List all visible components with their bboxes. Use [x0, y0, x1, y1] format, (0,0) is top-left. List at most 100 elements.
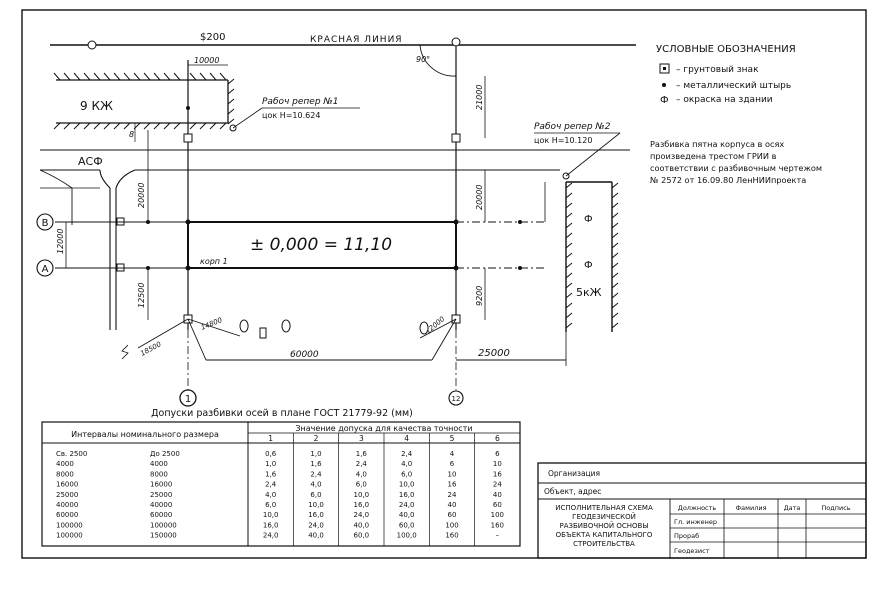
reper-2-title: Рабоч репер №2 [534, 122, 611, 132]
tolerance-cell: 24 [493, 481, 502, 489]
stamp-org: Организация [548, 469, 600, 478]
stamp-role: Гл. инженер [674, 518, 717, 526]
asf-label: АСФ [78, 155, 103, 168]
dim-20000-right: 20000 [475, 185, 484, 210]
tolerance-cell: 2,4 [401, 450, 413, 458]
diagonal-line [137, 318, 189, 349]
metal-pin-marker [518, 266, 522, 270]
col-intervals-header: Интервалы номинального размера [71, 430, 219, 439]
dim-60000: 60000 [290, 350, 319, 360]
tolerance-cell: 100 [491, 511, 504, 519]
tolerance-cell: 1,6 [356, 450, 368, 458]
tolerance-cell: 10 [493, 460, 502, 468]
tolerance-cell: 40 [493, 491, 502, 499]
row-from: 100000 [56, 532, 83, 540]
building-9kzh: 9 КЖ [53, 72, 235, 130]
row-to: 16000 [150, 481, 172, 489]
tolerance-cell: 10,0 [308, 501, 324, 509]
road-curve [115, 169, 136, 189]
tolerance-cell: 16 [448, 481, 457, 489]
tolerance-cell: 6 [495, 450, 500, 458]
class-header: 2 [314, 434, 319, 443]
dim-12500: 12500 [137, 283, 146, 308]
road-curve [99, 169, 111, 189]
tolerance-cell: 24,0 [354, 511, 370, 519]
tolerance-cell: 10,0 [399, 481, 415, 489]
class-header: 6 [495, 434, 500, 443]
axis-intersection [453, 219, 459, 225]
stamp-title-line: ГЕОДЕЗИЧЕСКОЙ [572, 512, 636, 521]
row-to: 4000 [150, 460, 168, 468]
note-line: Разбивка пятна корпуса в осях [650, 139, 784, 149]
tolerance-cell: 16,0 [399, 491, 415, 499]
axis-1-label: 1 [185, 394, 191, 405]
metal-pin-icon [662, 83, 666, 87]
axis-bubble-12 [448, 390, 464, 406]
tolerance-cell: 60 [493, 501, 502, 509]
axis-intersection [185, 219, 191, 225]
row-from: 100000 [56, 521, 83, 529]
diagonal-line [187, 318, 241, 337]
tolerance-cell: 40,0 [399, 511, 415, 519]
row-from: 16000 [56, 481, 78, 489]
row-from: 25000 [56, 491, 78, 499]
tolerance-cell: 60 [448, 511, 457, 519]
tolerance-cell: 6 [450, 460, 455, 468]
row-to: До 2500 [150, 450, 180, 458]
stamp-header: Фамилия [736, 504, 767, 512]
row-from: 60000 [56, 511, 78, 519]
tolerance-cell: 100 [445, 521, 458, 529]
class-header: 4 [404, 434, 409, 443]
tolerance-cell: 10 [448, 470, 457, 478]
red-line-label: КРАСНАЯ ЛИНИЯ [310, 35, 403, 45]
top-road-dim: $200 [200, 32, 225, 43]
dim-12000: 12000 [56, 229, 65, 254]
table-frame [41, 421, 521, 547]
tolerance-cell: 160 [491, 521, 504, 529]
paint-symbol: Ф [584, 214, 593, 225]
building-5kzh: 5кЖ Ф Ф [565, 181, 619, 332]
reper-1-mark: цок Н=10.624 [262, 111, 320, 120]
paint-mark [281, 319, 291, 333]
leader-line [565, 132, 621, 177]
tolerance-cell: 24 [448, 491, 457, 499]
tolerance-cell: 4,0 [356, 470, 367, 478]
ground-mark [116, 263, 125, 272]
stamp-title-line: ИСПОЛНИТЕЛЬНАЯ СХЕМА [555, 504, 653, 512]
angle-label: 90° [416, 55, 430, 64]
legend-title: УСЛОВНЫЕ ОБОЗНАЧЕНИЯ [656, 44, 796, 55]
row-from: 40000 [56, 501, 78, 509]
legend-item-pin: – металлический штырь [676, 81, 791, 91]
diagonal-line [431, 318, 457, 361]
tolerance-cell: 24,0 [263, 532, 279, 540]
axis-intersection [185, 265, 191, 271]
paint-icon: Ф [660, 95, 669, 106]
dim-8: 8 [129, 130, 134, 139]
dim-18500: 18500 [139, 340, 163, 358]
tolerance-cell: 60,0 [399, 521, 415, 529]
row-from: 4000 [56, 460, 74, 468]
row-from: 8000 [56, 470, 74, 478]
metal-pin-marker [518, 220, 522, 224]
class-header: 5 [450, 434, 455, 443]
tolerance-cell: 40,0 [354, 521, 370, 529]
axis-12-label: 12 [452, 395, 461, 403]
tolerance-cell: 16,0 [263, 521, 279, 529]
note-line: № 2572 от 16.09.80 ЛенНИИпроекта [650, 175, 806, 185]
note-line: произведена трестом ГРИИ в [650, 151, 777, 161]
class-header: 1 [268, 434, 273, 443]
tolerance-cell: 0,6 [265, 450, 277, 458]
ground-mark [116, 217, 125, 226]
building-outline [187, 221, 457, 269]
stamp-title-line: РАЗБИВОЧНОЙ ОСНОВЫ [559, 521, 648, 530]
stamp-header: Должность [678, 504, 717, 512]
angle-arc [419, 44, 457, 77]
road-point [451, 37, 461, 47]
note-line: соответствии с разбивочным чертежом [650, 163, 822, 173]
korp-label: корп 1 [200, 257, 228, 266]
tolerance-cell: 16,0 [308, 511, 324, 519]
axis-bubble-b [36, 213, 54, 231]
ground-mark-icon-dot [663, 67, 666, 70]
tolerance-cell: 24,0 [308, 521, 324, 529]
